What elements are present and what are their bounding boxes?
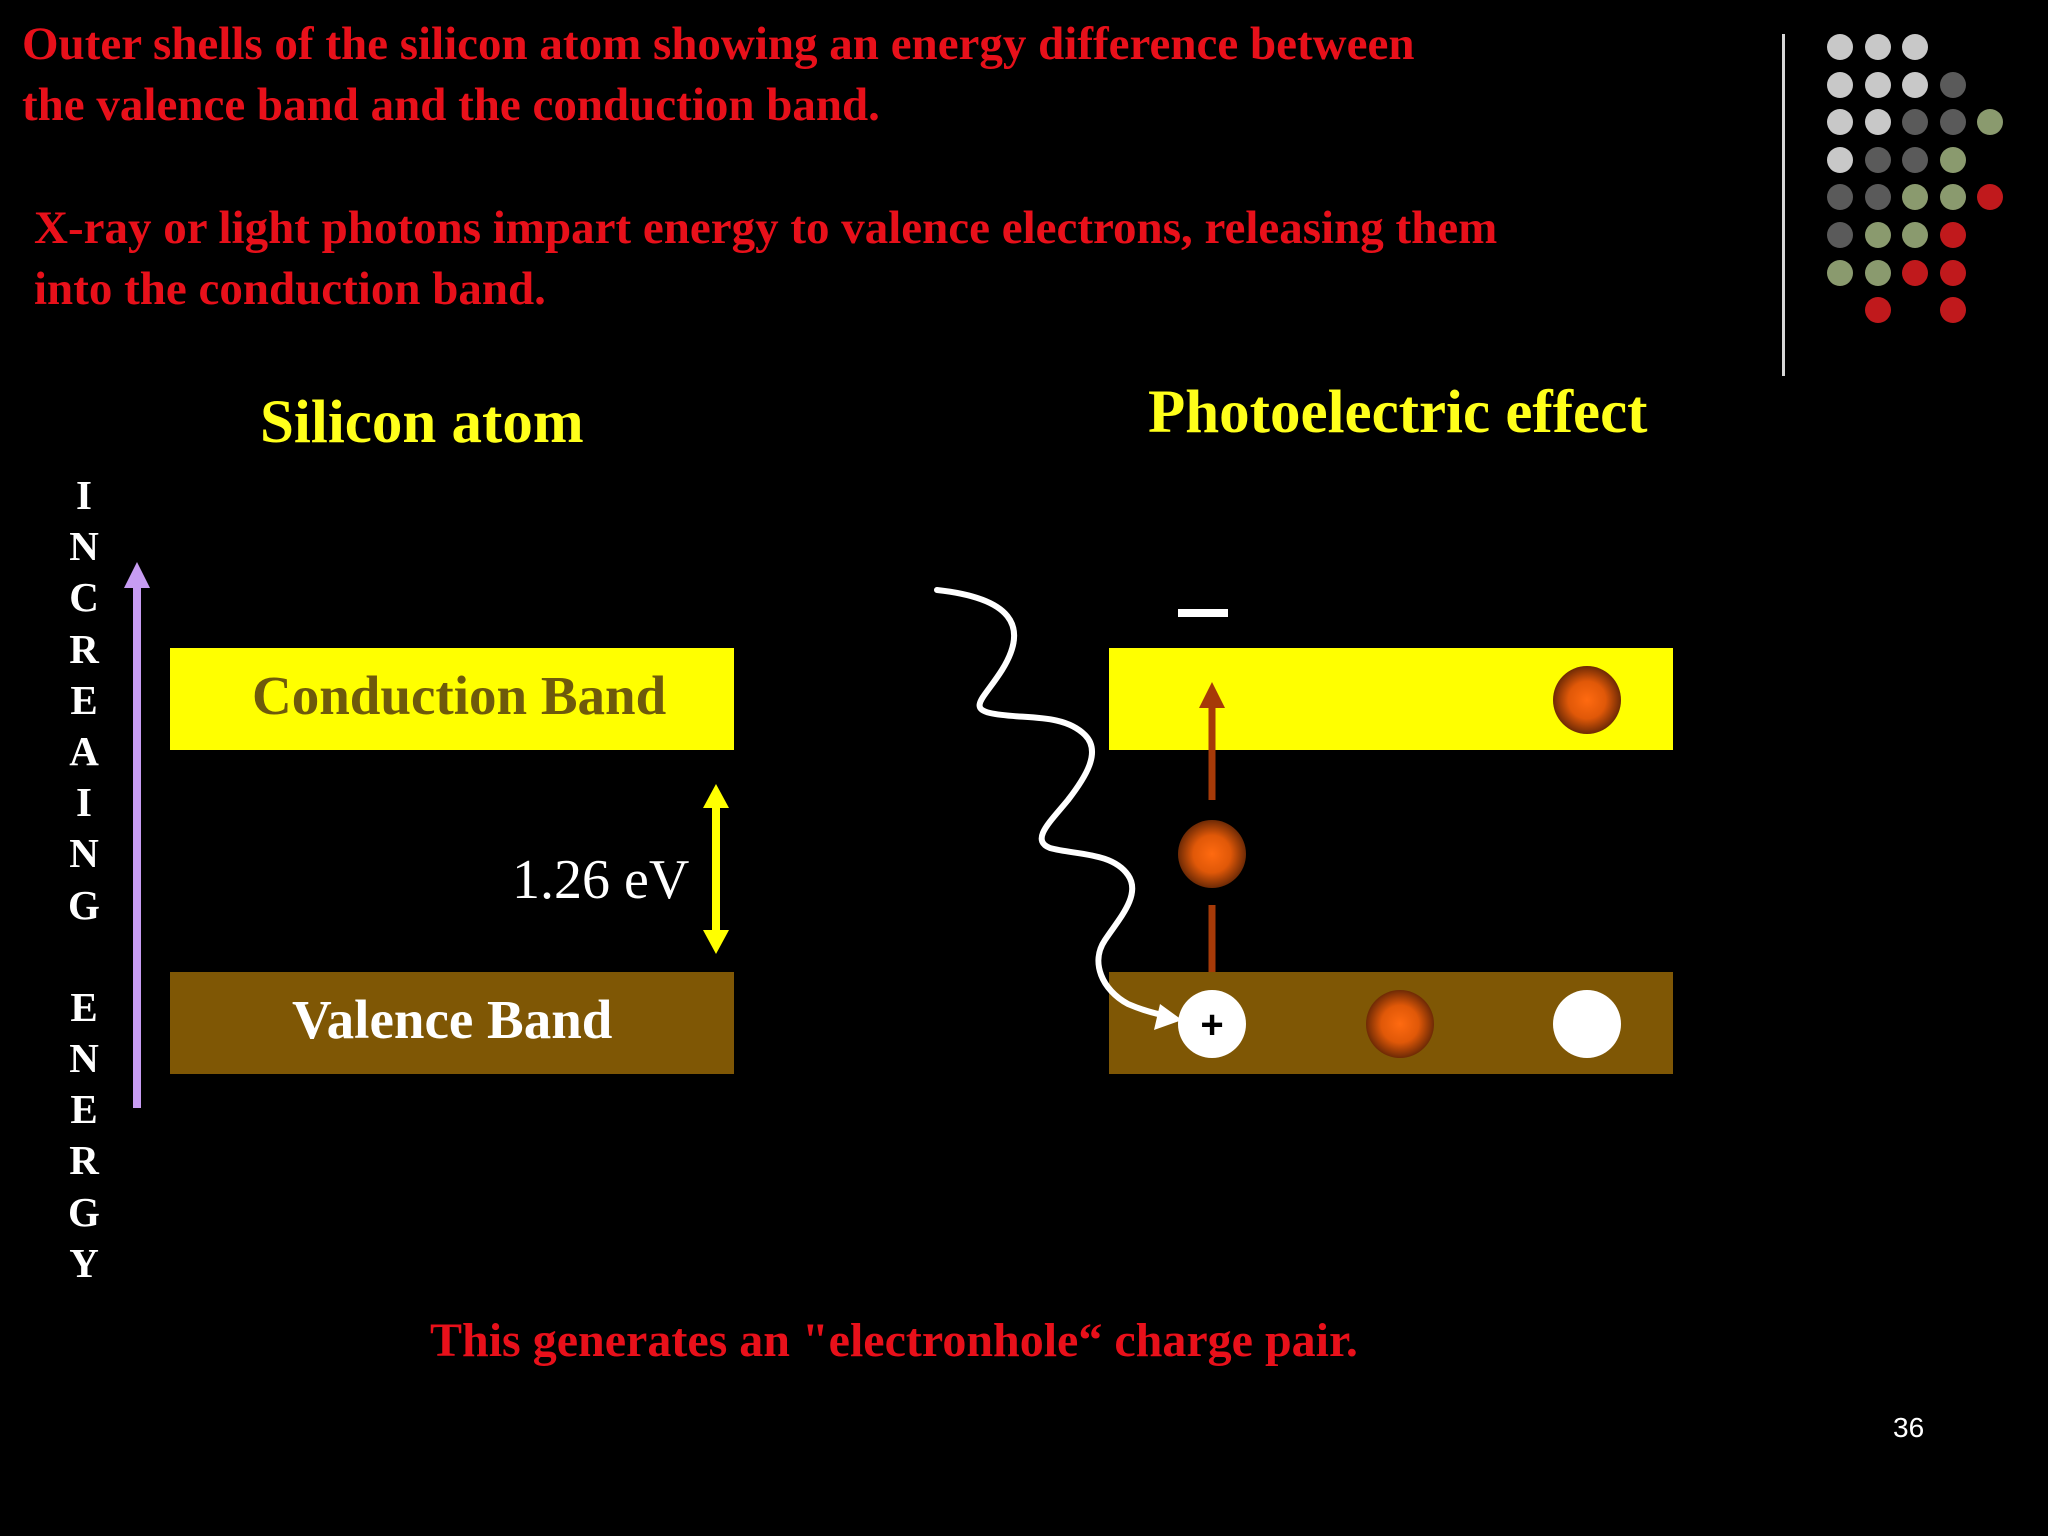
- decor-dot: [1864, 297, 1891, 324]
- axis-letter: R: [69, 625, 99, 672]
- decor-dot: [1939, 109, 1966, 136]
- minus-sign: [1178, 609, 1228, 617]
- axis-letter: G: [68, 1188, 100, 1235]
- decor-dot: [1864, 146, 1891, 173]
- axis-letter: I: [76, 472, 92, 518]
- electron-valence: [1366, 990, 1434, 1058]
- axis-letter: N: [69, 830, 99, 877]
- axis-letter: E: [70, 676, 98, 723]
- decor-dot: [1902, 146, 1929, 173]
- decor-dot: [1902, 184, 1929, 211]
- conduction-band-label: Conduction Band: [252, 665, 667, 726]
- decor-dot: [1864, 259, 1891, 286]
- valence-band-label: Valence Band: [292, 989, 613, 1050]
- decor-dot: [1827, 184, 1853, 211]
- decor-dot: [1902, 109, 1929, 136]
- hole-empty: [1553, 990, 1621, 1058]
- decor-dot: [1939, 184, 1966, 211]
- decor-dot: [1977, 109, 2004, 136]
- axis-letter: R: [69, 1137, 99, 1184]
- energy-axis-arrow: [124, 562, 150, 1108]
- decor-dot: [1864, 71, 1891, 98]
- decor-dot: [1902, 259, 1929, 286]
- axis-letter: N: [69, 523, 99, 570]
- decor-dot: [1827, 109, 1853, 136]
- decor-dot: [1939, 297, 1966, 324]
- decor-dot: [1827, 34, 1853, 60]
- axis-letter: Y: [69, 1239, 99, 1286]
- axis-letter: C: [69, 574, 99, 621]
- intro-text: Outer shells of the silicon atom showing…: [22, 14, 1722, 136]
- photon-text: X-ray or light photons impart energy to …: [34, 198, 1734, 320]
- axis-letter: A: [69, 727, 99, 774]
- hole-positive: [1178, 990, 1246, 1058]
- decor-dot: [1827, 259, 1853, 286]
- decor-dot: [1977, 184, 2004, 211]
- decor-dot: [1864, 222, 1891, 248]
- band-gap-label: 1.26 eV: [512, 849, 690, 911]
- photon-line-1: X-ray or light photons impart energy to …: [34, 202, 1498, 254]
- photon-wave-arrow: [934, 587, 1182, 1030]
- decor-dot: [1939, 71, 1966, 98]
- photon-line-2: into the conduction band.: [34, 263, 546, 315]
- electron-transition-arrow: [1199, 682, 1225, 972]
- plus-sign: +: [1200, 1003, 1223, 1047]
- decor-dot: [1864, 184, 1891, 211]
- decor-dot: [1939, 146, 1966, 173]
- footer-text: This generates an "electronhole“ charge …: [430, 1314, 1358, 1367]
- axis-letter: G: [68, 881, 100, 928]
- band-gap-arrow: [703, 784, 729, 954]
- axis-letter: I: [76, 779, 92, 826]
- decor-dot: [1939, 259, 1966, 286]
- axis-letter: N: [69, 1035, 99, 1082]
- valence-band-left: Valence Band: [170, 972, 734, 1074]
- silicon-atom-heading: Silicon atom: [260, 389, 584, 456]
- decor-dot: [1902, 34, 1929, 60]
- decor-dot: [1902, 71, 1929, 98]
- decor-dot: [1902, 222, 1929, 248]
- decor-dot: [1827, 71, 1853, 98]
- decor-dot: [1827, 222, 1853, 248]
- intro-line-2: the valence band and the conduction band…: [22, 79, 880, 131]
- electron-excited: [1178, 820, 1246, 888]
- photoelectric-heading: Photoelectric effect: [1148, 379, 1648, 446]
- decor-dot: [1864, 34, 1891, 60]
- electron-conduction: [1553, 666, 1621, 734]
- axis-letter: E: [70, 1086, 98, 1133]
- divider-line: [1782, 34, 1785, 376]
- intro-line-1: Outer shells of the silicon atom showing…: [22, 18, 1415, 70]
- conduction-band-left: Conduction Band: [170, 648, 734, 750]
- decor-dot: [1939, 222, 1966, 248]
- page-number: 36: [1893, 1412, 1925, 1443]
- decor-dot: [1864, 109, 1891, 136]
- decor-dot: [1827, 146, 1853, 173]
- axis-letter: E: [70, 983, 98, 1030]
